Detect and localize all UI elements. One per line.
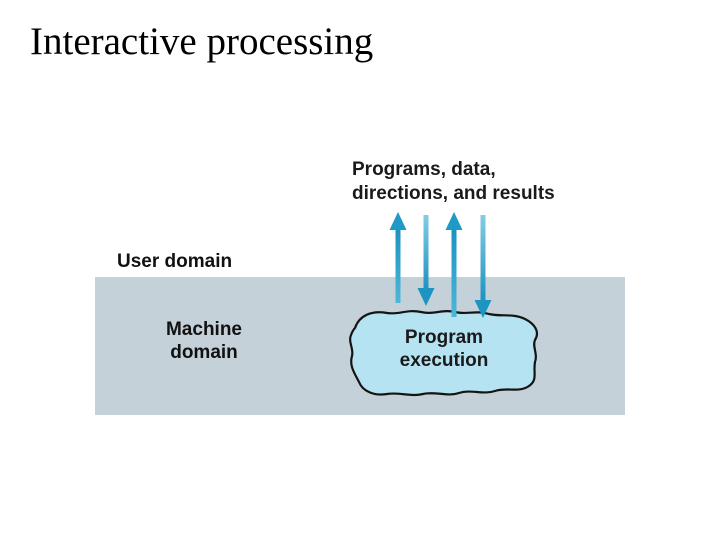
- data-flow-arrows: [389, 212, 492, 318]
- blob-shape-icon: [349, 310, 539, 397]
- machine-domain-label: Machine domain: [151, 318, 257, 364]
- program-execution-label: Program execution: [368, 326, 520, 372]
- down-arrow-icon: [417, 215, 435, 306]
- user-domain-label: User domain: [117, 251, 233, 272]
- up-arrow-icon: [389, 212, 407, 303]
- arrows-caption-line2: directions, and results: [352, 183, 555, 204]
- program-execution-label-line2: execution: [399, 350, 489, 371]
- program-execution-label-line1: Program: [404, 327, 484, 348]
- program-execution-blob: [349, 310, 539, 397]
- up-arrow-icon: [445, 212, 463, 317]
- machine-domain-label-line2: domain: [170, 342, 238, 363]
- down-arrow-icon: [474, 215, 492, 318]
- slide-title: Interactive processing: [30, 20, 374, 63]
- machine-domain-label-line1: Machine: [165, 319, 243, 340]
- arrows-caption-line1: Programs, data,: [352, 159, 496, 180]
- arrows-caption: Programs, data, directions, and results: [352, 158, 555, 206]
